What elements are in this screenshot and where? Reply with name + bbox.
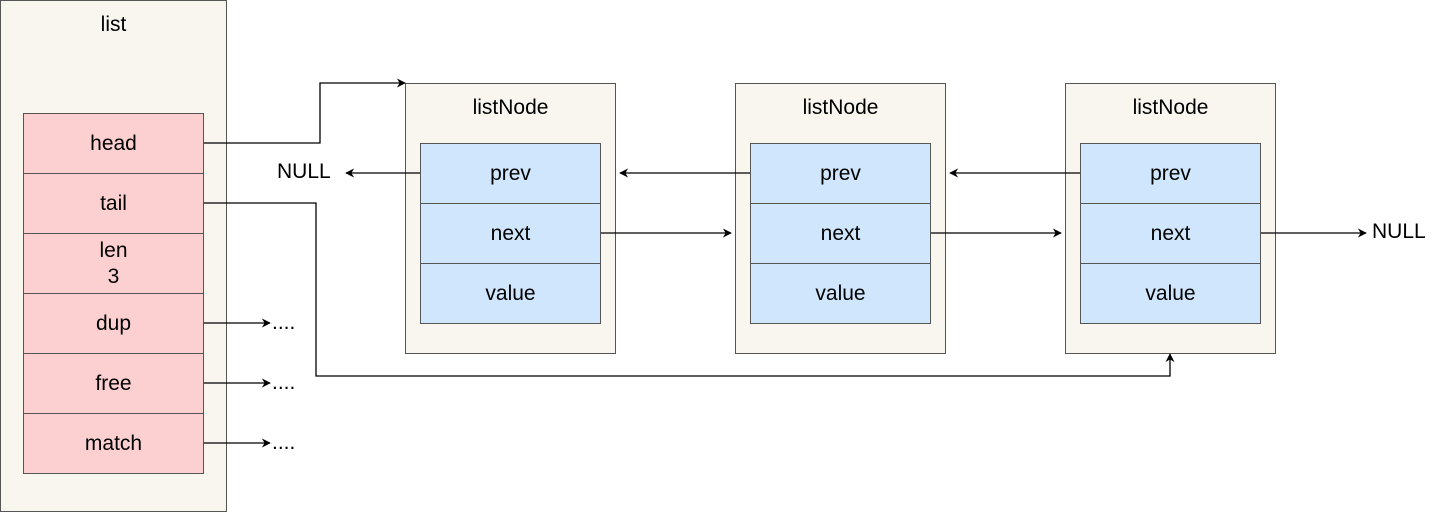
list-title: list (100, 13, 127, 36)
match-target-text: .... (272, 431, 296, 454)
list-node-1-value: value (420, 263, 601, 324)
list-field-len-value: 3 (107, 264, 120, 288)
list-node-2-prev: prev (750, 143, 931, 204)
list-node-1-prev: prev (420, 143, 601, 204)
list-node-3-prev-label: prev (1150, 161, 1191, 185)
null-left-label: NULL (277, 160, 331, 183)
list-node-2-value: value (750, 263, 931, 324)
list-field-free: free (23, 353, 204, 414)
list-node-3-value: value (1080, 263, 1261, 324)
list-node-1-prev-label: prev (490, 161, 531, 185)
list-field-tail-label: tail (100, 191, 127, 215)
list-node-3-next-label: next (1150, 221, 1191, 245)
null-right-label: NULL (1372, 220, 1426, 243)
list-node-1-next-label: next (490, 221, 531, 245)
list-node-2-next-label: next (820, 221, 861, 245)
list-node-3-next: next (1080, 203, 1261, 264)
tail-to-node3-arrow (204, 202, 1175, 377)
dup-target-text: .... (272, 311, 296, 334)
list-field-dup: dup (23, 293, 204, 354)
list-field-match: match (23, 413, 204, 474)
list-node-1-value-label: value (485, 281, 536, 305)
list-node-3-value-label: value (1145, 281, 1196, 305)
list-node-3-title: listNode (1132, 96, 1209, 119)
free-target-text: .... (272, 371, 296, 394)
list-field-tail: tail (23, 173, 204, 234)
list-node-2-value-label: value (815, 281, 866, 305)
list-field-len-label: len (99, 238, 128, 262)
list-node-1-title: listNode (472, 96, 549, 119)
head-to-node1-arrow (204, 78, 406, 144)
list-node-2-title: listNode (802, 96, 879, 119)
list-field-match-label: match (84, 431, 143, 455)
list-node-2-prev-label: prev (820, 161, 861, 185)
list-field-free-label: free (95, 371, 132, 395)
list-node-1-next: next (420, 203, 601, 264)
list-field-head-label: head (90, 131, 137, 155)
list-field-dup-label: dup (95, 311, 132, 335)
